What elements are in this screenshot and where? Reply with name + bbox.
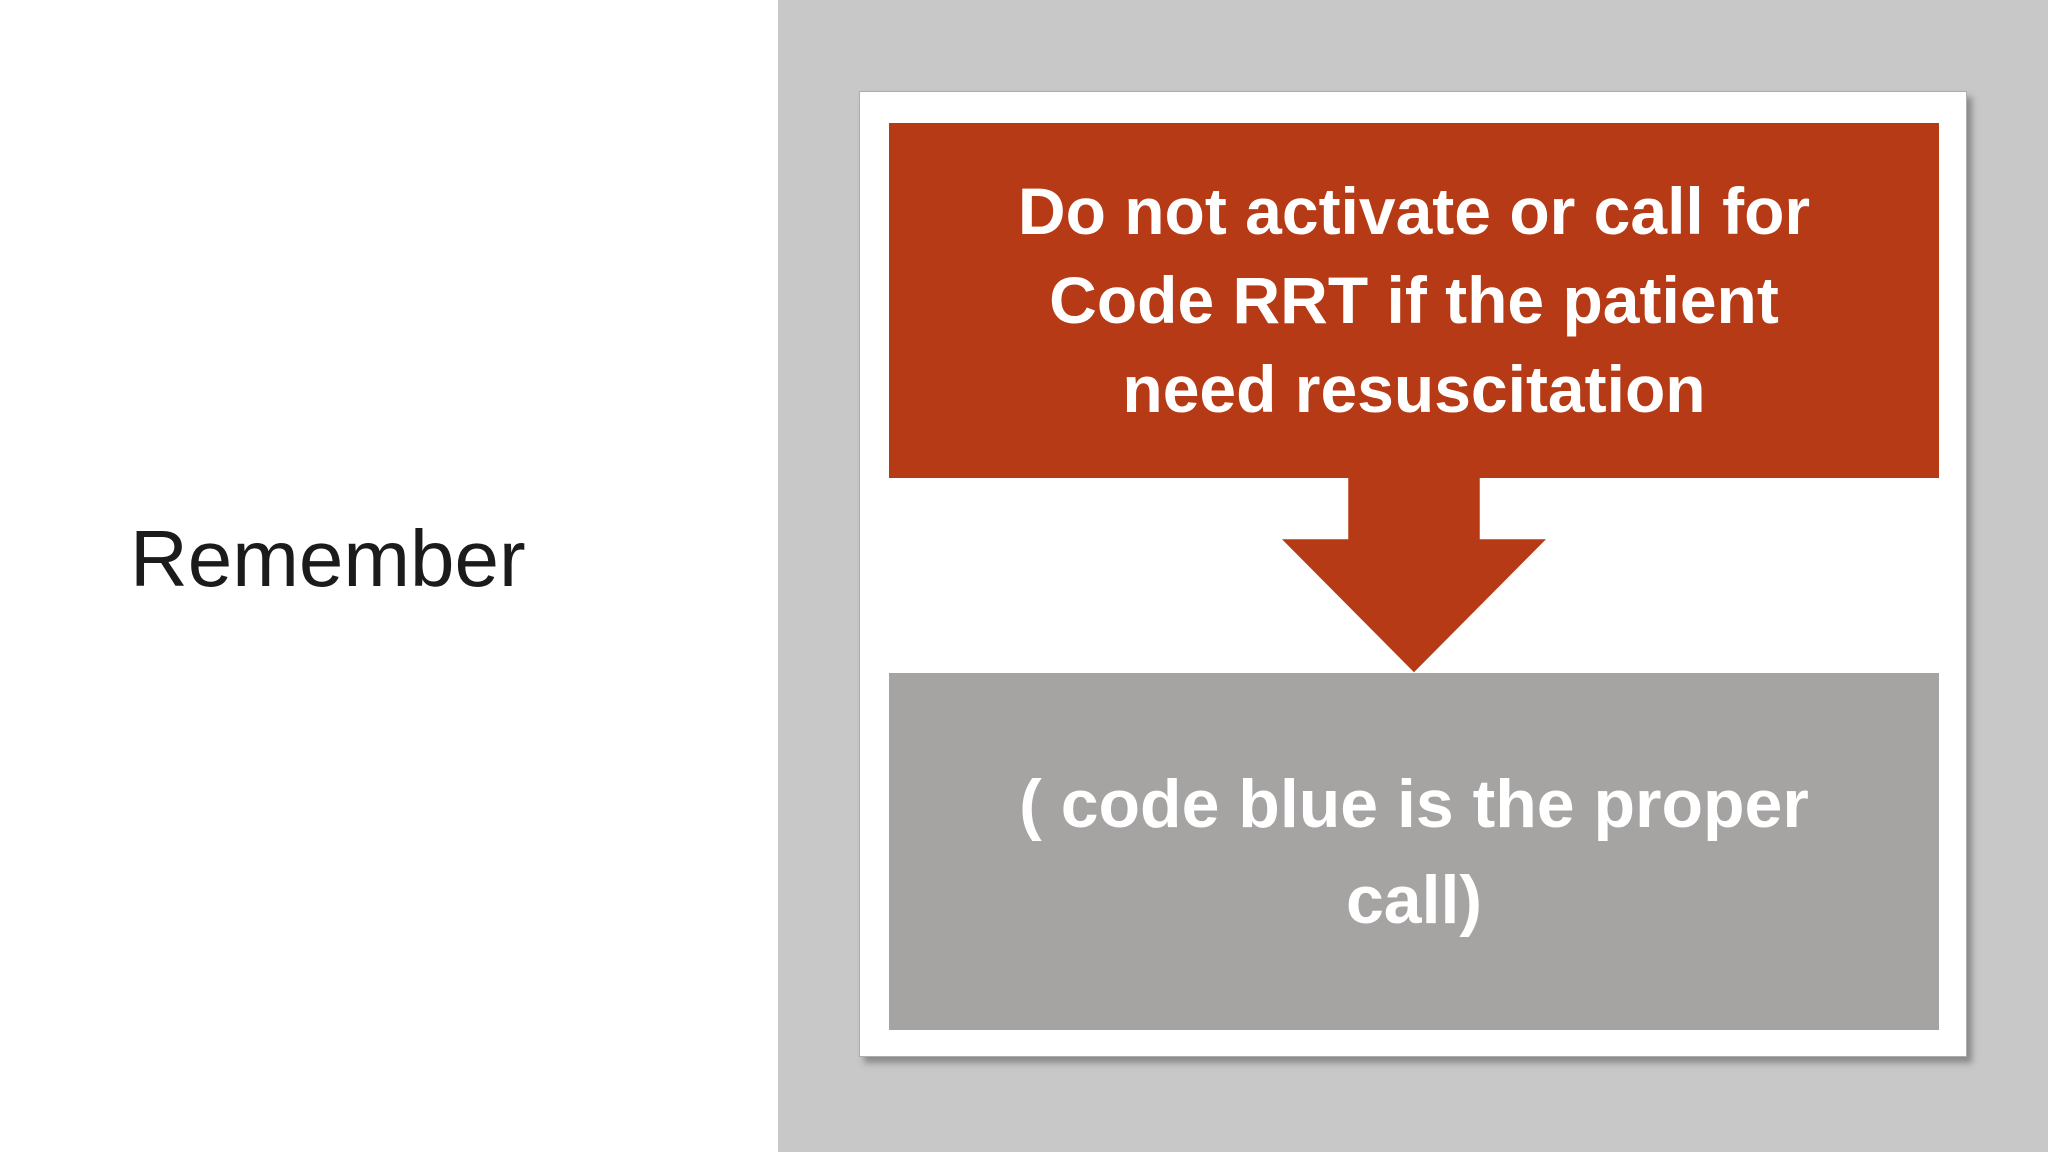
slide-title: Remember <box>130 514 526 603</box>
warning-box-line: need resuscitation <box>1122 352 1706 426</box>
note-box: ( code blue is the proper call) <box>889 673 1939 1030</box>
warning-box-line: Code RRT if the patient <box>1049 263 1779 337</box>
warning-box: Do not activate or call for Code RRT if … <box>889 123 1939 478</box>
title-panel: Remember <box>0 0 778 1152</box>
note-box-line: ( code blue is the proper <box>1019 765 1809 842</box>
down-arrow-icon <box>1279 478 1549 675</box>
note-box-line: call) <box>1345 861 1483 938</box>
diagram-card: Do not activate or call for Code RRT if … <box>859 91 1967 1057</box>
warning-box-line: Do not activate or call for <box>1017 174 1811 248</box>
